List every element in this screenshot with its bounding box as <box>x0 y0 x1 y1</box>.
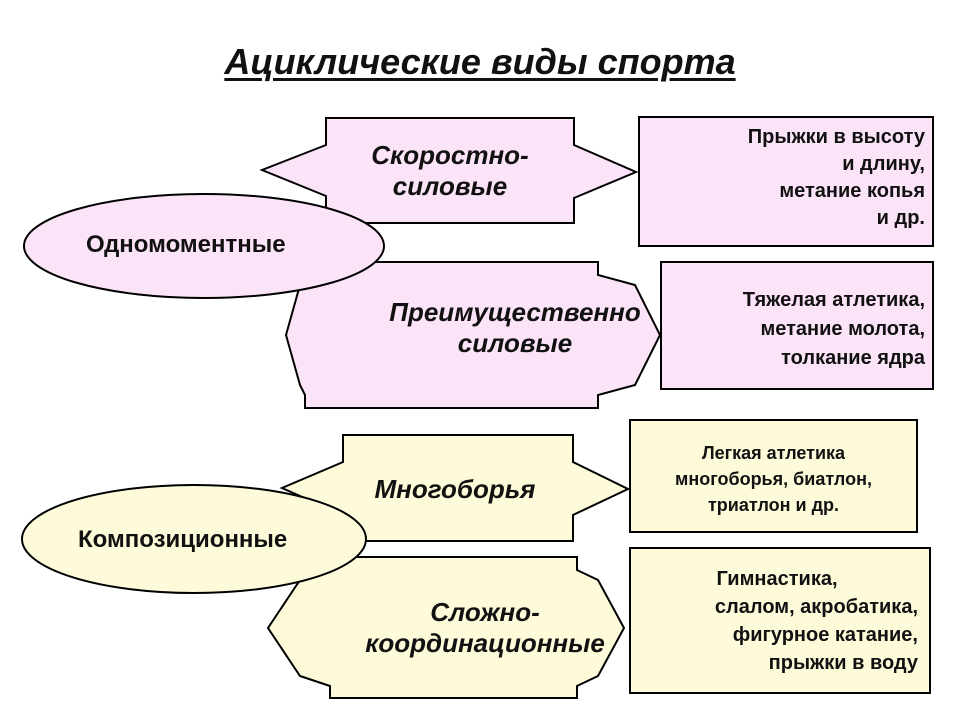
category-shape-multi-event <box>279 434 631 542</box>
group-label-composition: Композиционные <box>78 526 288 553</box>
group-label-single-moment: Одномоментные <box>86 231 286 258</box>
category-label-complex-coordination: Сложно- координационные <box>365 597 605 659</box>
examples-text-complex-coordination: Гимнастика, слалом, акробатика, фигурное… <box>714 568 918 674</box>
category-shape-mainly-strength <box>284 261 662 409</box>
examples-text-speed-strength: Прыжки в высоту и длину, метание копья и… <box>747 126 925 229</box>
category-label-speed-strength: Скоростно- силовые <box>371 140 529 202</box>
examples-box-multi-event <box>629 419 918 533</box>
examples-text-multi-event: Легкая атлетика многоборья, биатлон, три… <box>675 443 872 516</box>
page-title: Ациклические виды спорта <box>224 41 736 82</box>
group-ellipse-single-moment <box>23 193 385 299</box>
group-ellipse-composition <box>21 484 367 594</box>
examples-box-complex-coordination <box>629 547 931 694</box>
examples-box-mainly-strength <box>660 261 934 390</box>
examples-box-speed-strength <box>638 116 934 247</box>
examples-text-mainly-strength: Тяжелая атлетика, метание молота, толкан… <box>742 289 925 369</box>
category-label-mainly-strength: Преимущественно силовые <box>389 297 641 359</box>
category-shape-speed-strength <box>259 117 639 224</box>
category-shape-complex-coordination <box>266 556 626 699</box>
category-label-multi-event: Многоборья <box>374 474 536 504</box>
